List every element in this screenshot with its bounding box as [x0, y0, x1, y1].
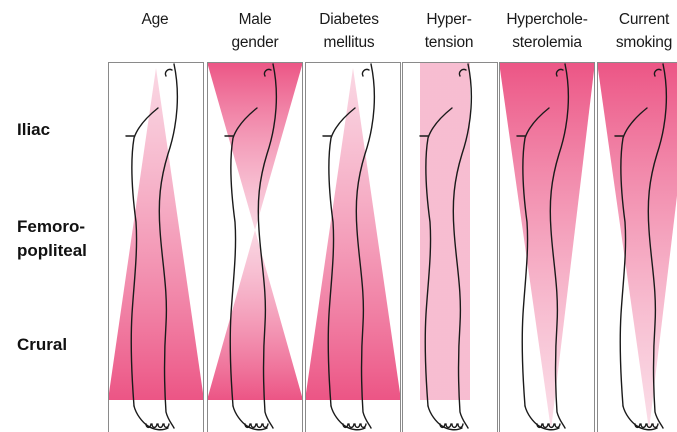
column-header-hypercholesterolemia: Hyperchole-sterolemia	[499, 8, 595, 54]
leg-panel-current-smoking	[597, 62, 677, 432]
leg-panel-age	[108, 62, 204, 432]
leg-panel-hypertension	[402, 62, 498, 432]
risk-gradient-shape	[207, 62, 303, 400]
leg-panel-male-gender	[207, 62, 303, 432]
column-header-hypertension: Hyper-tension	[401, 8, 497, 54]
risk-gradient-shape	[420, 62, 470, 400]
column-header-age: Age	[107, 8, 203, 31]
risk-gradient-shape	[108, 68, 204, 400]
risk-gradient-shape	[305, 68, 401, 400]
leg-panel-hypercholesterolemia	[499, 62, 595, 432]
leg-panel-diabetes-mellitus	[305, 62, 401, 432]
row-label-crural: Crural	[17, 333, 67, 357]
risk-gradient-shape	[499, 62, 595, 430]
row-label-femoropopliteal: Femoro- popliteal	[17, 215, 87, 263]
row-label-iliac: Iliac	[17, 118, 50, 142]
